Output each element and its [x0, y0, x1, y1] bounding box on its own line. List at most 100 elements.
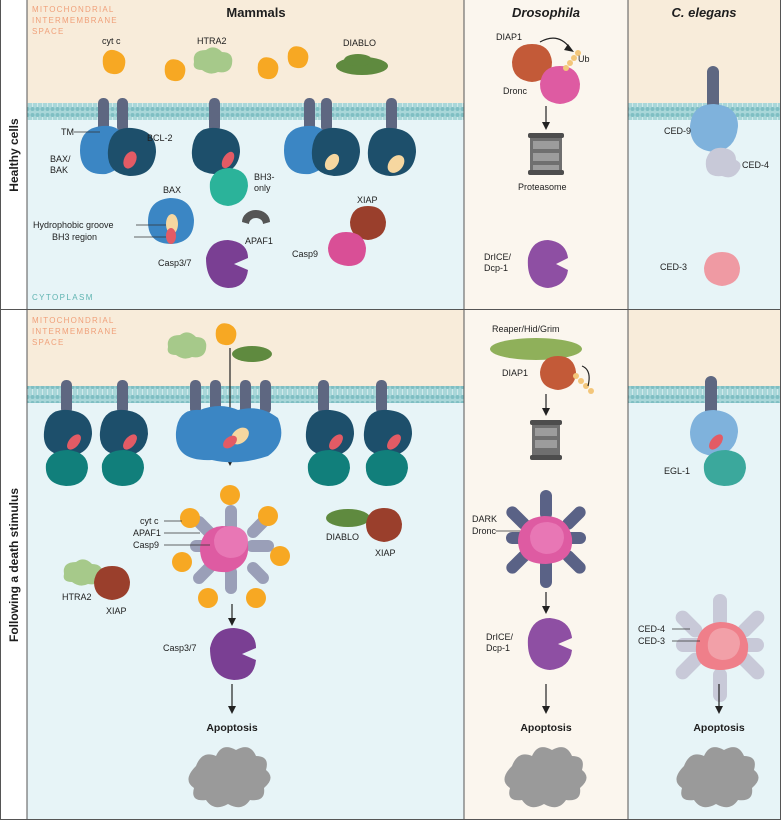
apoptosis-label: Apoptosis	[206, 722, 257, 734]
membrane-healthy-mammals	[27, 103, 464, 120]
apoptotic-debris-icon	[676, 747, 759, 808]
death-mammals: cyt c APAF1 Casp9 DIABLO XIAP HTRA2 XIAP…	[43, 323, 412, 808]
htra2-protein	[167, 332, 207, 359]
bcl2-protein	[363, 409, 412, 456]
cytc-protein	[257, 57, 279, 80]
casp37-protein	[206, 240, 248, 288]
bh3only-protein	[209, 168, 248, 206]
bcl2-label: BCL-2	[147, 133, 173, 143]
bh3region-label: BH3 region	[52, 232, 97, 242]
xiap-protein	[350, 206, 386, 240]
death-drosophila: Reaper/Hid/Grim DIAP1	[472, 324, 594, 808]
ims-label-1: MITOCHONDRIAL	[32, 5, 115, 14]
egl1-protein	[703, 450, 746, 486]
bh3-region	[123, 151, 137, 169]
dronc-protein	[540, 66, 580, 104]
bh3-region	[123, 434, 137, 450]
apoptosome-cytc-label: cyt c	[140, 516, 159, 526]
apoptotic-debris-icon	[504, 747, 587, 808]
ub-chain	[563, 50, 581, 71]
dark-apoptosome	[506, 490, 586, 588]
cytc-protein	[215, 323, 237, 346]
ced9-protein	[690, 104, 738, 152]
xiap-label: XIAP	[357, 195, 378, 205]
bh3only-protein	[307, 450, 350, 486]
ims-label-3: SPACE	[32, 27, 65, 36]
diap1-protein	[540, 356, 576, 390]
ced4-apoptosome	[675, 594, 765, 702]
apoptotic-debris-icon	[188, 747, 271, 808]
ims-death-worm	[628, 310, 781, 388]
htra2-protein	[193, 47, 233, 74]
diablo-protein	[326, 509, 370, 527]
ub-arrow	[581, 365, 590, 387]
ced4-label: CED-4	[638, 624, 665, 634]
ub-chain	[573, 373, 594, 394]
arrowhead	[715, 706, 723, 714]
apoptosome	[172, 485, 290, 608]
tm-rod	[386, 98, 397, 132]
column-header-c-elegans: C. elegans	[671, 5, 736, 20]
dronc-label: Dronc	[472, 526, 497, 536]
column-header-drosophila: Drosophila	[512, 5, 580, 20]
bh3only-protein	[365, 450, 408, 486]
bcl2-protein	[367, 127, 416, 176]
rhg-label: Reaper/Hid/Grim	[492, 324, 560, 334]
ims-healthy-worm	[628, 0, 781, 104]
ced4-protein	[705, 147, 741, 178]
xiap-protein	[94, 566, 130, 600]
htra2-protein	[63, 559, 103, 586]
apoptosis-label: Apoptosis	[520, 722, 571, 734]
bax-pore	[175, 406, 282, 463]
diap1-label: DIAP1	[502, 368, 528, 378]
arrowhead	[542, 122, 550, 130]
diablo-protein	[232, 346, 272, 362]
drice-protein	[527, 240, 568, 288]
drice-label-1: DrICE/	[486, 632, 513, 642]
bh3-region	[67, 434, 81, 450]
bh3-region	[709, 434, 723, 450]
hydro-label: Hydrophobic groove	[33, 220, 114, 230]
drice-protein	[527, 618, 572, 670]
egl1-label: EGL-1	[664, 466, 690, 476]
healthy-elegans: CED-9 CED-4 CED-3	[660, 66, 769, 286]
bh3only-label-1: BH3-	[254, 172, 275, 182]
baxbak-label-2: BAK	[50, 165, 68, 175]
death-elegans: EGL-1 CED-4 CED-3 Apoptosis	[638, 376, 765, 808]
arrowhead	[542, 408, 550, 416]
cyto-death-worm	[628, 388, 781, 820]
bh3-region	[166, 228, 176, 244]
diap1-protein	[512, 44, 552, 82]
htra2-label: HTRA2	[197, 36, 227, 46]
ced9-protein	[690, 410, 738, 456]
tm-rod	[304, 98, 315, 132]
arrowhead	[228, 618, 236, 626]
ims-label-death-1: MITOCHONDRIAL	[32, 316, 115, 325]
casp9-label: Casp9	[292, 249, 318, 259]
tm-rod	[117, 98, 128, 132]
bh3-region	[223, 435, 237, 449]
casp37-label: Casp3/7	[163, 643, 197, 653]
diablo-protein	[344, 54, 372, 66]
ims-label-2: INTERMEMBRANE	[32, 16, 118, 25]
drice-label-2: Dcp-1	[486, 643, 510, 653]
xiap-protein	[366, 508, 402, 542]
ims-healthy-mammals	[27, 0, 464, 104]
bh3only-label-2: only	[254, 183, 271, 193]
apaf1-label: APAF1	[245, 236, 273, 246]
hydrophobic-groove	[387, 155, 405, 173]
row-label-healthy: Healthy cells	[7, 118, 21, 192]
casp37-label: Casp3/7	[158, 258, 192, 268]
ced3-label: CED-3	[660, 262, 687, 272]
bh3only-protein	[101, 450, 144, 486]
hydrophobic-groove	[324, 153, 340, 171]
dark-label: DARK	[472, 514, 497, 524]
tm-rod	[321, 98, 332, 132]
apaf1-protein	[242, 210, 270, 224]
apoptosome-apaf1-label: APAF1	[133, 528, 161, 538]
apoptosome-casp9-label: Casp9	[133, 540, 159, 550]
tm-rod	[707, 66, 719, 112]
tm-rod	[209, 98, 220, 132]
rhg-protein	[490, 338, 582, 360]
htra2-label: HTRA2	[62, 592, 92, 602]
